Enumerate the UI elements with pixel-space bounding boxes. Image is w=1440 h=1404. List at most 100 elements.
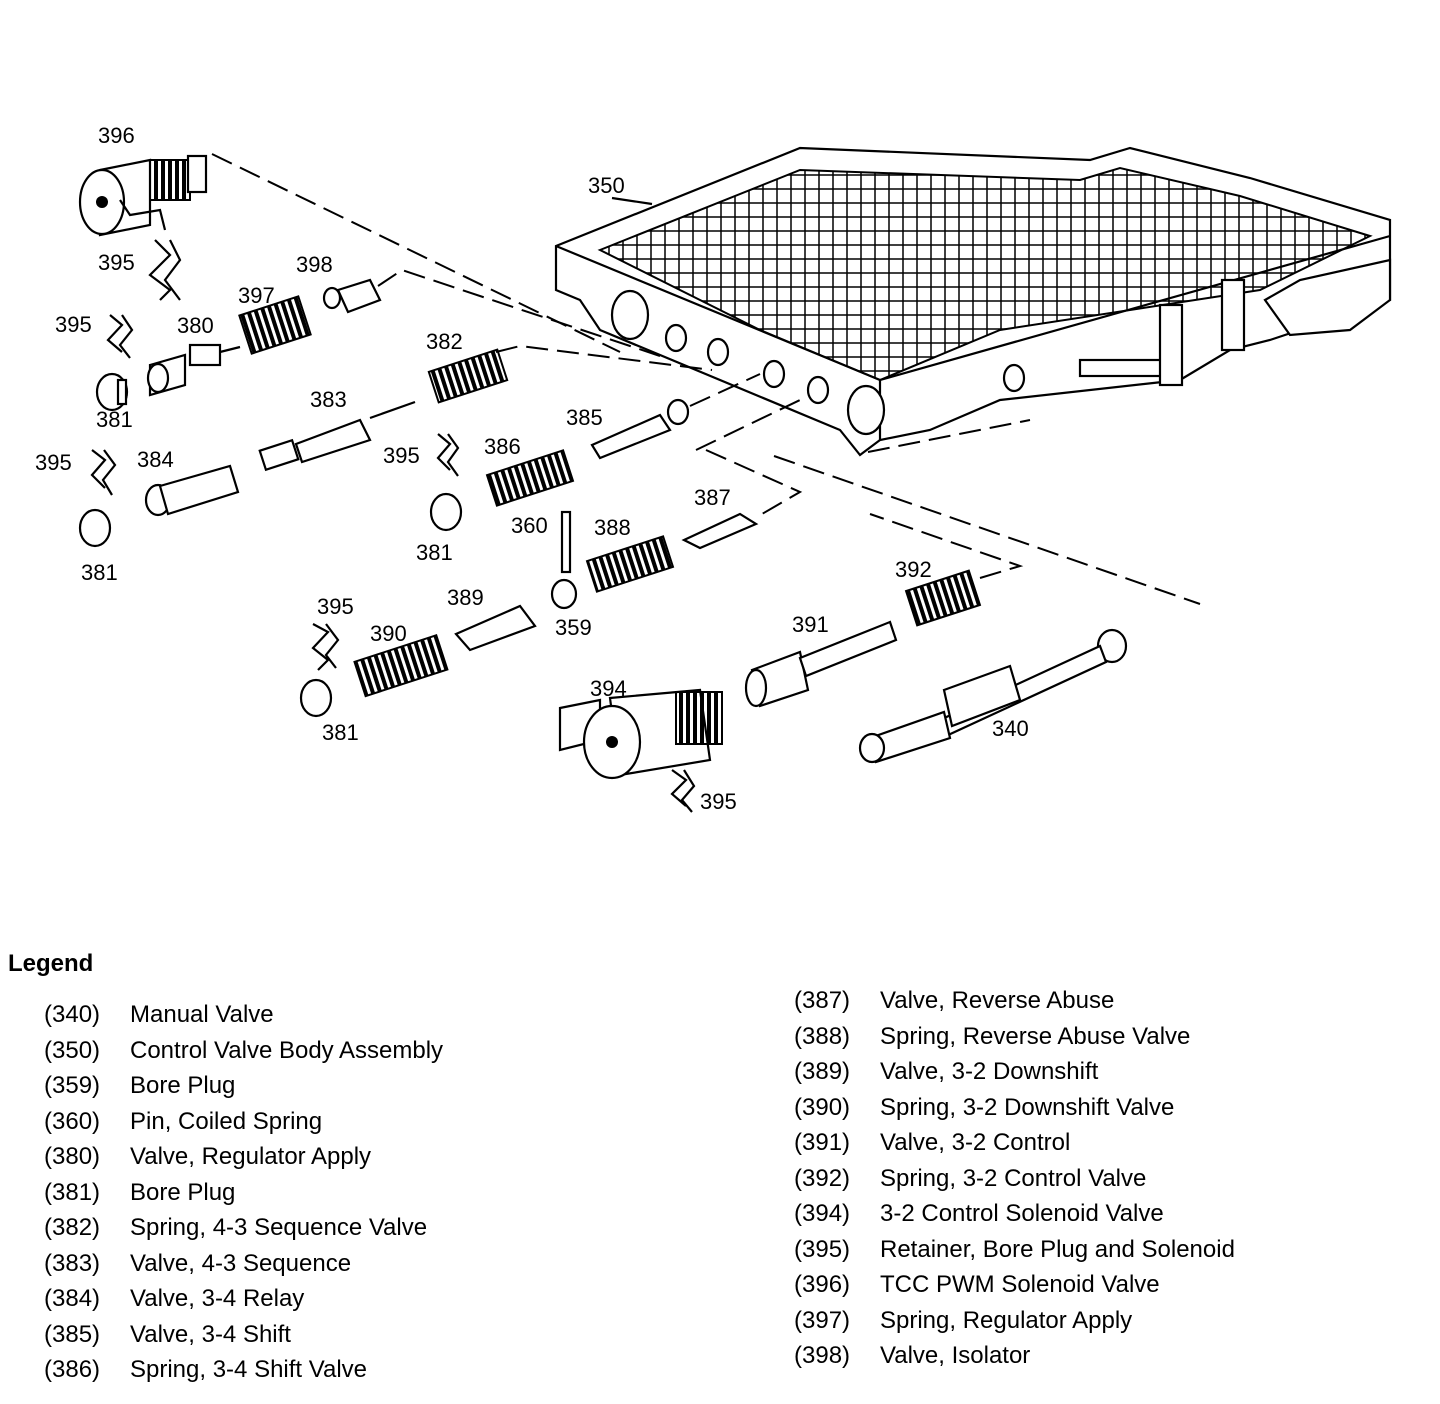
legend-label: TCC PWM Solenoid Valve [880,1271,1160,1298]
legend-label: Valve, Isolator [880,1342,1031,1369]
legend-item: (398)Valve, Isolator [794,1338,1235,1374]
legend-left-column: (340) Manual Valve (350) Control Valve Bod… [44,997,443,1388]
legend-code: (382) [44,1214,101,1241]
callout-385: 385 [566,405,603,430]
legend-label: Pin, Coiled Spring [130,1107,323,1135]
alignment-dashed-lines [211,153,1201,605]
callout-396: 396 [98,123,135,148]
legend-label: Bore Plug [130,1178,236,1206]
callout-380: 380 [177,313,214,338]
callout-390: 390 [370,621,407,646]
legend-label: Valve, 4-3 Sequence [130,1249,352,1277]
legend-label: Spring, 3-2 Control Valve [880,1164,1147,1192]
control-valve-body-350 [554,146,1392,457]
callout-395: 395 [700,789,737,814]
legend-item: (382) Spring, 4-3 Sequence Valve [44,1210,443,1246]
legend-code: (386) [44,1356,101,1383]
legend-code: (340) [44,1001,101,1028]
legend-code: (397) [794,1306,851,1334]
legend-code: (383) [44,1249,101,1277]
legend-label: Spring, 4-3 Sequence Valve [130,1214,428,1241]
legend-code: (359) [44,1072,101,1099]
reverse-abuse-valve-group [550,510,759,610]
legend-item: (397) Spring, Regulator Apply [794,1303,1235,1339]
legend-title: Legend [8,950,94,977]
legend-item: (360) Pin, Coiled Spring [44,1104,443,1140]
legend-code: (385) [44,1320,101,1348]
legend-code: (391) [794,1129,851,1156]
exploded-valve-body-diagram: 396 350 395 398 397 395 380 381 382 383 … [35,123,1392,814]
legend-code: (381) [44,1178,101,1206]
legend-item: (395) Retainer, Bore Plug and Solenoid [794,1232,1235,1268]
legend-label: Control Valve Body Assembly [130,1036,444,1064]
sequence-relay-valve-group [78,348,509,548]
legend-right-column: (387) Valve, Reverse Abuse (388)Spring, R… [794,983,1235,1374]
legend-code: (396) [794,1271,851,1298]
tcc-pwm-solenoid-396 [78,154,208,237]
legend-item: (359)Bore Plug [44,1068,443,1104]
legend-code: (395) [794,1235,851,1263]
callout-340: 340 [992,716,1029,741]
legend-item: (384) Valve, 3-4 Relay [44,1281,443,1317]
legend-item: (340) Manual Valve [44,997,443,1033]
legend-item: (387) Valve, Reverse Abuse [794,983,1235,1019]
legend-label: Valve, 3-4 Shift [130,1320,291,1348]
legend-item: (388)Spring, Reverse Abuse Valve [794,1019,1235,1055]
legend-label: Valve, 3-2 Downshift [880,1058,1099,1085]
legend-item: (389) Valve, 3-2 Downshift [794,1054,1235,1090]
legend-item: (392) Spring, 3-2 Control Valve [794,1161,1235,1197]
legend-code: (389) [794,1058,851,1085]
callout-350: 350 [588,173,625,198]
callout-381: 381 [416,540,453,565]
callout-382: 382 [426,329,463,354]
callout-391: 391 [792,612,829,637]
legend-code: (360) [44,1107,101,1135]
legend-label: 3-2 Control Solenoid Valve [880,1200,1164,1227]
legend-item: (383) Valve, 4-3 Sequence [44,1246,443,1282]
callout-386: 386 [484,434,521,459]
downshift-valve-group [299,604,537,718]
legend-label: Retainer, Bore Plug and Solenoid [880,1235,1235,1263]
callout-381: 381 [322,720,359,745]
legend-label: Spring, Regulator Apply [880,1306,1133,1334]
callout-395: 395 [317,594,354,619]
control-solenoid-394 [558,688,723,780]
callout-389: 389 [447,585,484,610]
callout-388: 388 [594,515,631,540]
legend-code: (387) [794,987,851,1014]
legend-item: (380) Valve, Regulator Apply [44,1139,443,1175]
legend-item: (385) Valve, 3-4 Shift [44,1317,443,1353]
callout-395: 395 [98,250,135,275]
manual-valve-340 [858,628,1128,764]
legend-label: Spring, 3-4 Shift Valve [130,1356,368,1383]
control-valve-group [744,569,982,708]
legend-code: (394) [794,1200,851,1227]
callout-384: 384 [137,447,174,472]
callout-387: 387 [694,485,731,510]
legend-item: (386) Spring, 3-4 Shift Valve [44,1352,443,1388]
legend-label: Valve, Regulator Apply [130,1143,372,1170]
callout-395: 395 [383,443,420,468]
legend-item: (390)Spring, 3-2 Downshift Valve [794,1090,1235,1126]
legend-code: (380) [44,1143,101,1170]
shift-valve-group [429,398,690,532]
regulator-apply-valve-group [95,278,382,412]
legend-item: (350) Control Valve Body Assembly [44,1033,443,1069]
legend-label: Spring, Reverse Abuse Valve [880,1022,1191,1050]
legend-label: Spring, 3-2 Downshift Valve [880,1093,1175,1121]
legend-code: (350) [44,1036,101,1064]
legend-code: (392) [794,1164,851,1192]
legend-label: Valve, 3-2 Control [880,1129,1071,1156]
callout-381: 381 [81,560,118,585]
legend-item: (391) Valve, 3-2 Control [794,1125,1235,1161]
callout-394: 394 [590,676,627,701]
callout-359: 359 [555,615,592,640]
legend-code: (384) [44,1285,101,1312]
legend-label: Valve, 3-4 Relay [130,1285,305,1312]
legend-label: Manual Valve [130,1001,274,1028]
legend-item: (396) TCC PWM Solenoid Valve [794,1267,1235,1303]
callout-360: 360 [511,513,548,538]
legend-label: Valve, Reverse Abuse [880,987,1115,1014]
callout-383: 383 [310,387,347,412]
callout-395: 395 [55,312,92,337]
